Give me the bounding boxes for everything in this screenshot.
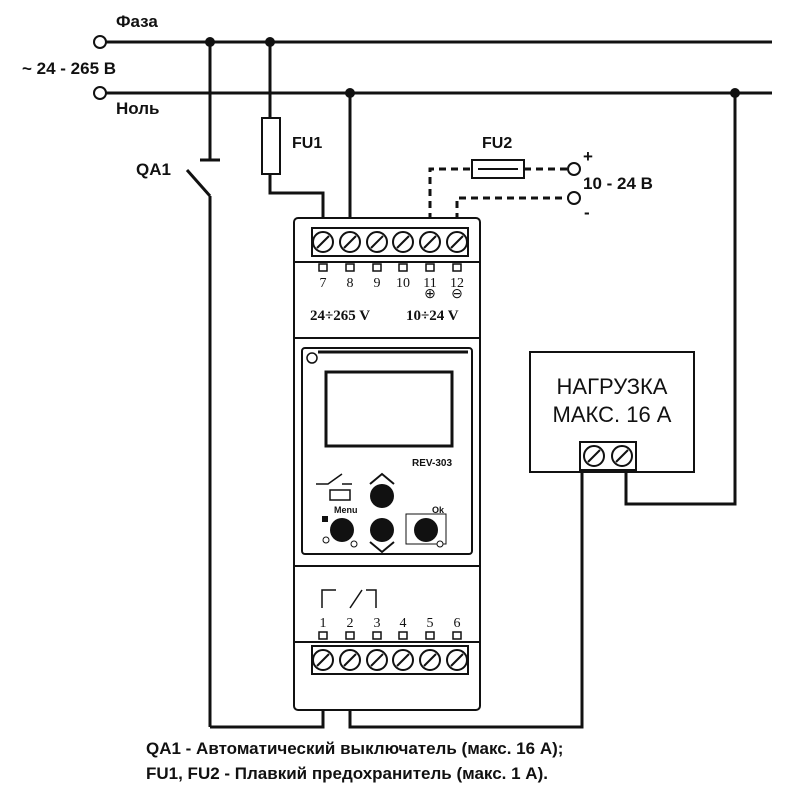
bottom-terminal-number: 2 xyxy=(347,616,354,631)
dc-minus-symbol: ⊖ xyxy=(451,287,463,302)
screw-terminal xyxy=(583,445,605,467)
brand-logo-icon xyxy=(306,352,318,364)
top-terminal-number: 8 xyxy=(347,276,354,291)
supply-voltage-label: ~ 24 - 265 В xyxy=(22,59,116,78)
neutral-terminal xyxy=(93,86,107,100)
neutral-label: Ноль xyxy=(116,99,160,118)
fuse1-wire-to-device xyxy=(268,174,325,220)
terminal-tab xyxy=(345,631,355,640)
bottom-terminal-number: 4 xyxy=(400,616,407,631)
model-label: REV-303 xyxy=(412,458,452,469)
relay-common-wire xyxy=(210,710,325,729)
screw-terminal xyxy=(312,231,334,253)
bottom-terminal-numbers: 1 2 3 4 5 6 xyxy=(318,616,462,640)
note-breaker: QA1 - Автоматический выключатель (макс. … xyxy=(146,739,563,758)
load-title: НАГРУЗКА xyxy=(557,374,668,399)
menu-button[interactable] xyxy=(330,518,354,542)
top-terminal-block xyxy=(311,227,469,257)
terminal-tab xyxy=(318,263,328,272)
up-button[interactable] xyxy=(369,472,395,508)
screw-terminal xyxy=(446,649,468,671)
relay-switch-icon xyxy=(316,473,352,485)
note-fuses: FU1, FU2 - Плавкий предохранитель (макс.… xyxy=(146,764,548,783)
down-button[interactable] xyxy=(369,518,395,554)
screw-terminal xyxy=(366,649,388,671)
screw-terminal xyxy=(339,649,361,671)
top-terminal-number: 9 xyxy=(374,276,381,291)
screw-terminal xyxy=(392,649,414,671)
screw-terminal xyxy=(446,231,468,253)
fuse1-body xyxy=(261,117,281,175)
indicator-icon xyxy=(350,540,358,548)
ok-button[interactable] xyxy=(414,518,438,542)
dc-plus-terminal xyxy=(567,162,581,176)
relay-indicator-icon xyxy=(329,489,351,501)
bottom-terminal-number: 6 xyxy=(454,616,461,631)
terminal-tab xyxy=(318,631,328,640)
dc-plus-symbol: ⊕ xyxy=(424,287,436,302)
top-terminal-number: 10 xyxy=(396,276,410,291)
top-terminal-number: 7 xyxy=(320,276,327,291)
top-terminal-number: 11 xyxy=(423,276,436,291)
dc-range-label: 10÷24 V xyxy=(406,308,459,324)
terminal-tab xyxy=(425,263,435,272)
terminal-tab xyxy=(372,263,382,272)
ok-button-label: Ok xyxy=(432,505,445,515)
fuse1-label: FU1 xyxy=(292,135,322,152)
screw-terminal xyxy=(392,231,414,253)
terminal-tab xyxy=(345,263,355,272)
bottom-terminal-block xyxy=(311,645,469,675)
breaker-label: QA1 xyxy=(136,160,171,179)
load-neutral-wire xyxy=(624,93,737,506)
dc-plus-wire-left xyxy=(428,167,472,220)
menu-button-label: Menu xyxy=(334,505,358,515)
dc-minus-label: - xyxy=(584,203,590,222)
dc-voltage-label: 10 - 24 В xyxy=(583,174,653,193)
load-screws xyxy=(583,445,633,467)
terminal-tab xyxy=(452,631,462,640)
screw-terminal xyxy=(419,231,441,253)
screw-terminal xyxy=(312,649,334,671)
screw-terminal xyxy=(339,231,361,253)
relay-contact-icon xyxy=(321,589,377,609)
phase-label: Фаза xyxy=(116,12,158,31)
load-rating: МАКС. 16 А xyxy=(553,402,672,427)
screw-terminal xyxy=(419,649,441,671)
dc-minus-terminal xyxy=(567,191,581,205)
bottom-terminal-number: 1 xyxy=(320,616,327,631)
fuse2-label: FU2 xyxy=(482,135,512,152)
screw-terminal xyxy=(366,231,388,253)
lcd-display xyxy=(324,370,454,448)
terminal-tab xyxy=(452,263,462,272)
menu-indicator-icon xyxy=(322,536,330,544)
top-terminal-numbers: 7 8 9 10 11 12 xyxy=(318,263,464,291)
ac-range-label: 24÷265 V xyxy=(310,308,370,324)
terminal-tab xyxy=(425,631,435,640)
phase-terminal xyxy=(93,35,107,49)
top-terminal-number: 12 xyxy=(450,276,464,291)
menu-led-icon xyxy=(322,516,328,522)
relay-out-wire xyxy=(348,540,584,729)
terminal-tab xyxy=(398,631,408,640)
dc-plus-label: + xyxy=(583,147,593,166)
bottom-terminal-number: 5 xyxy=(427,616,434,631)
terminal-tab xyxy=(398,263,408,272)
breaker-lever xyxy=(185,169,212,197)
ok-indicator-icon xyxy=(436,540,444,548)
terminal-tab xyxy=(372,631,382,640)
dc-minus-wire xyxy=(455,196,568,220)
screw-terminal xyxy=(611,445,633,467)
bottom-terminal-number: 3 xyxy=(374,616,381,631)
